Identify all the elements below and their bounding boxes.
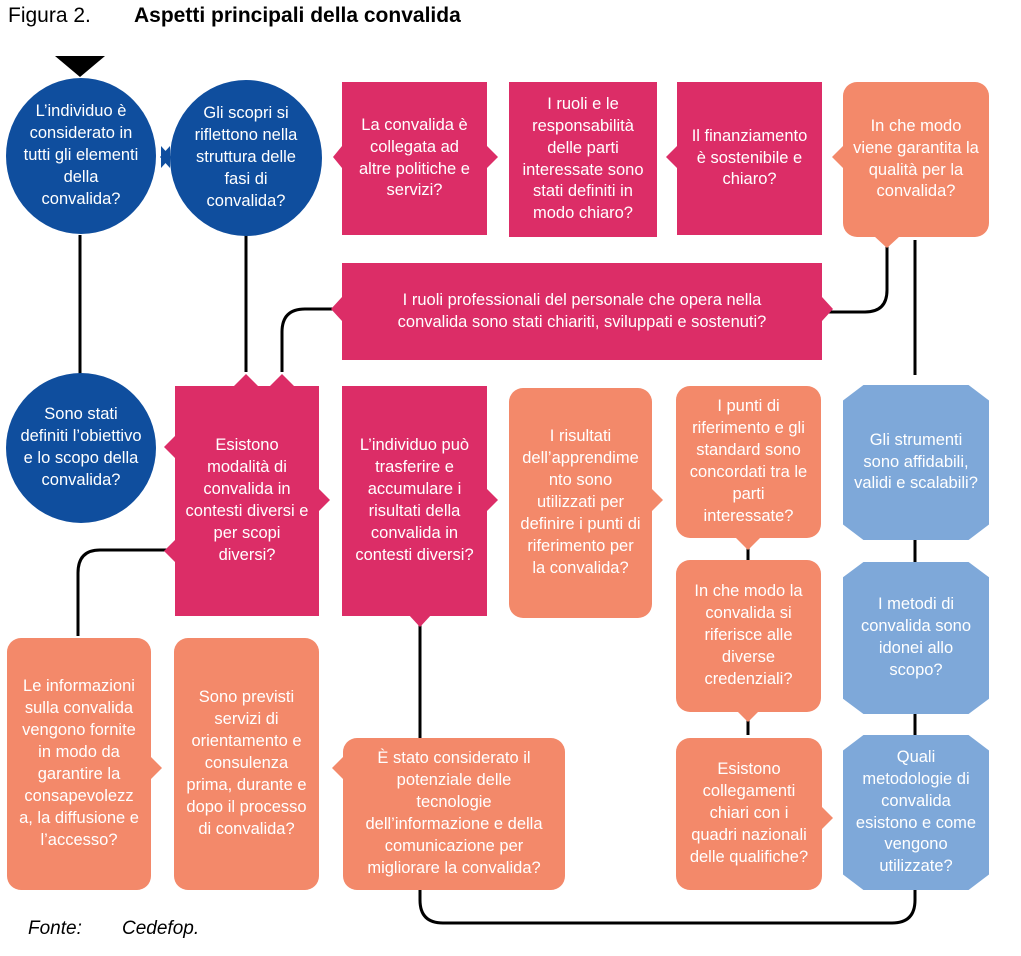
node-strumenti: Gli strumenti sono affidabili, validi e … (843, 385, 989, 540)
node-finanziamento: Il finanziamento è sostenibile e chiaro? (677, 82, 822, 235)
arrow-collegata-to-scopi (333, 146, 342, 168)
node-metodi: I metodi di convalida sono idonei allo s… (843, 562, 989, 714)
arrow-modalita-to-obiettivo (164, 436, 175, 458)
node-orientamento: Sono previsti servizi di orientamento e … (174, 638, 319, 890)
figure-header: Figura 2. Aspetti principali della conval… (8, 4, 461, 28)
arrow-ruoli-professionali-right (822, 297, 833, 321)
node-metodologie: Quali metodologie di convalida esistono … (843, 735, 989, 890)
figure-label: Figura 2. (8, 4, 91, 27)
arrow-orientamento-to-informazioni (151, 757, 162, 779)
arrow-risultati-to-punti (652, 489, 663, 511)
arrow-tecnologie-to-orientamento (332, 757, 343, 779)
arrow-modalita-to-trasferire (319, 489, 330, 511)
node-tecnologie: È stato considerato il potenziale delle … (343, 738, 565, 890)
connector-loop-bottom (418, 622, 917, 925)
arrow-quadri-to-metodologie (822, 807, 833, 829)
arrow-credenziali-down (736, 710, 760, 722)
arrow-qualita-to-finanziamento (832, 146, 843, 168)
figure-title: Aspetti principali della convalida (134, 4, 461, 27)
node-trasferire-accumulare: L’individuo può trasferire e accumulare … (342, 386, 487, 616)
node-individuo-considerato: L’individuo è considerato in tutti gli e… (6, 78, 156, 234)
start-marker (55, 56, 105, 77)
connector-modalita-to-informazioni (76, 548, 175, 636)
node-informazioni: Le informazioni sulla convalida vengono … (7, 638, 151, 890)
arrow-trasferire-down (408, 614, 432, 627)
arrow-individuo-to-scopi (161, 146, 171, 168)
node-ruoli-responsabilita: I ruoli e le responsabilità delle parti … (509, 82, 657, 237)
arrow-finanziamento-to-ruoli (666, 146, 677, 168)
arrow-modalita-up-2 (270, 374, 294, 386)
source-value: Cedefop. (122, 918, 200, 939)
arrow-trasferire-to-risultati (487, 489, 498, 511)
node-collegata-politiche: La convalida è collegata ad altre politi… (342, 82, 487, 235)
node-modalita-contesti: Esistono modalità di convalida in contes… (175, 386, 319, 616)
node-credenziali: In che modo la convalida si riferisce al… (676, 560, 821, 712)
source-label: Fonte: (28, 918, 82, 939)
node-punti-riferimento: I punti di riferimento e gli standard so… (676, 386, 821, 538)
connector-qualita-to-ruoli-professionali (822, 240, 889, 314)
node-ruoli-professionali: I ruoli professionali del personale che … (342, 263, 822, 360)
arrow-punti-down (736, 538, 760, 550)
arrow-ruoli-professionali-left (331, 297, 342, 321)
node-risultati-apprendimento: I risultati dell’apprendime nto sono uti… (509, 388, 652, 618)
connector-ruoli-professionali-to-modalita (280, 307, 342, 372)
node-qualita: In che modo viene garantita la qualità p… (843, 82, 989, 237)
node-quadri-nazionali: Esistono collegamenti chiari con i quadr… (676, 738, 822, 890)
arrow-qualita-down (874, 236, 900, 248)
arrow-modalita-left (164, 540, 175, 562)
node-scopi-riflettono: Gli scopri si riflettono nella struttura… (170, 80, 322, 236)
arrow-ruoli-to-collegata (487, 146, 498, 168)
source-note: Fonte: Cedefop. (28, 918, 199, 940)
node-obiettivo-scopo: Sono stati definiti l’obiettivo e lo sco… (6, 373, 156, 523)
arrow-modalita-up-1 (234, 374, 258, 386)
